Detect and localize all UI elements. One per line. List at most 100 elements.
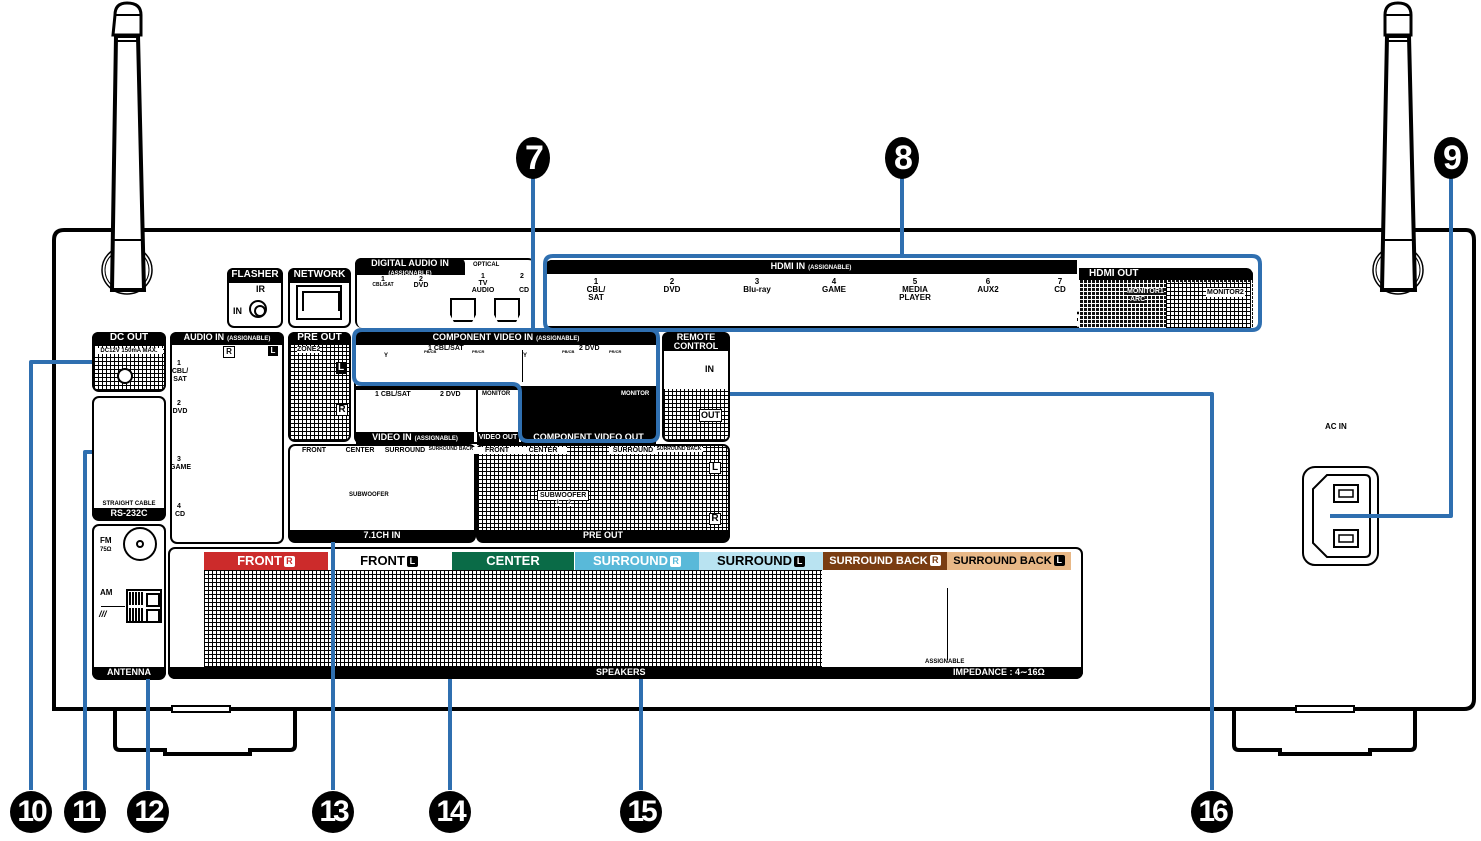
digital-audio-sub: (ASSIGNABLE) bbox=[388, 271, 432, 277]
right-foot bbox=[1232, 705, 1417, 756]
remote-in-label: IN bbox=[705, 364, 714, 374]
speaker-channel-name: SURROUND BACK bbox=[829, 555, 928, 567]
opt1-num: 1 bbox=[481, 273, 485, 280]
ch71-in-col-label: SURROUND BACK bbox=[428, 446, 474, 452]
remote-out-area bbox=[664, 389, 728, 440]
am-antenna-terminal[interactable] bbox=[126, 589, 162, 623]
ch71-in-col-label: FRONT bbox=[301, 447, 327, 454]
component-out-monitor-label: MONITOR bbox=[621, 391, 650, 397]
coax1-num: 1 bbox=[381, 276, 385, 283]
callout-13: 13 bbox=[312, 791, 354, 833]
component-y1-label: Y bbox=[384, 353, 389, 359]
opt1-name-a: TV bbox=[478, 280, 488, 287]
audio-in-row-number: 2 bbox=[177, 400, 181, 407]
impedance-label: IMPEDANCE : 4∼16Ω bbox=[953, 667, 1045, 677]
fm-ohm-label: 75Ω bbox=[100, 547, 112, 553]
zone2-label: ZONE2 bbox=[297, 346, 321, 353]
component-in-title: COMPONENT VIDEO IN(ASSIGNABLE) bbox=[354, 332, 658, 345]
rs232c-section bbox=[92, 396, 166, 520]
network-title: NETWORK bbox=[288, 268, 351, 283]
speaker-side-badge: L bbox=[406, 556, 418, 567]
pre-out-zone2-title: PRE OUT bbox=[288, 332, 351, 345]
audio-in-row-number: 4 bbox=[177, 503, 181, 510]
left-foot bbox=[113, 705, 297, 756]
component-in-sub: (ASSIGNABLE) bbox=[536, 336, 580, 342]
fm-antenna-jack[interactable] bbox=[123, 527, 157, 561]
pre-out-sw2-label: 2 bbox=[568, 500, 572, 506]
audio-in-row-name: GAME bbox=[170, 464, 191, 471]
chassis-outline bbox=[52, 228, 1476, 711]
speaker-channel-name: FRONT bbox=[237, 553, 282, 568]
hdmi-port-name: AUX2 bbox=[977, 285, 999, 294]
dc-out-jack[interactable] bbox=[117, 368, 133, 384]
component-y2-label: Y bbox=[523, 353, 528, 359]
zone2-l-label: L bbox=[336, 362, 346, 374]
component-pb2-label: PB/CB bbox=[562, 349, 575, 354]
pre-out-r-label: R bbox=[709, 513, 721, 525]
component-out-title: COMPONENT VIDEO OUT bbox=[521, 432, 656, 444]
optical-port-1[interactable] bbox=[450, 298, 476, 322]
callout-15: 15 bbox=[620, 791, 662, 833]
component-pb1-label: PB/CB bbox=[424, 349, 437, 354]
speaker-channel-name: SURROUND BACK bbox=[953, 555, 1052, 567]
ch71-in-col-label: SURROUND bbox=[384, 447, 426, 454]
rs232c-title: RS-232C bbox=[92, 508, 166, 521]
assignable-label: ASSIGNABLE bbox=[925, 659, 965, 665]
assignable-divider bbox=[947, 588, 948, 660]
speaker-channel-name: FRONT bbox=[360, 553, 405, 568]
ch71-in-title: 7.1CH IN bbox=[288, 530, 476, 543]
hdmi-out-arc-label: ARC bbox=[1130, 296, 1146, 303]
video-in-port2-label: 2 DVD bbox=[440, 391, 461, 398]
audio-in-row-name: CD bbox=[174, 511, 186, 518]
pre-out-title: PRE OUT bbox=[476, 530, 730, 543]
callout-9: 9 bbox=[1434, 137, 1468, 179]
speakers-title: SPEAKERS bbox=[596, 667, 646, 677]
ground-wire bbox=[101, 606, 125, 607]
hdmi-in-title-text: HDMI IN bbox=[770, 261, 806, 271]
opt2-num: 2 bbox=[520, 273, 524, 280]
optical-port-2[interactable] bbox=[494, 298, 520, 322]
audio-in-r-label: R bbox=[223, 346, 235, 358]
ir-flasher-jack[interactable] bbox=[249, 300, 267, 318]
right-antenna-icon bbox=[1372, 1, 1424, 295]
video-out-monitor-label: MONITOR bbox=[482, 391, 511, 397]
callout-8: 8 bbox=[885, 137, 919, 179]
audio-in-row-number: 1 bbox=[177, 360, 181, 367]
speaker-side-badge: R bbox=[929, 555, 941, 566]
ch71-in-col-label: CENTER bbox=[345, 447, 375, 454]
pre-out-l-label: L bbox=[709, 462, 721, 474]
digital-audio-title-text: DIGITAL AUDIO IN bbox=[371, 258, 449, 268]
ethernet-port[interactable] bbox=[296, 285, 342, 320]
audio-in-sub: (ASSIGNABLE) bbox=[227, 336, 271, 342]
ch71-subwoofer-label: SUBWOOFER bbox=[349, 492, 389, 498]
flasher-ir-label: IR bbox=[256, 284, 265, 294]
pre-out-col-label: SURROUND BACK bbox=[655, 446, 703, 452]
ground-symbol-icon: /// bbox=[99, 609, 107, 619]
speaker-header-center: CENTER bbox=[452, 552, 574, 570]
audio-in-row-name: DVD bbox=[172, 408, 188, 415]
remote-title-line2: CONTROL bbox=[673, 341, 719, 351]
zone2-r-label: R bbox=[336, 404, 348, 416]
remote-title-line1: REMOTE bbox=[676, 332, 716, 342]
ac-inlet-icon bbox=[1302, 466, 1379, 566]
rs232c-note: STRAIGHT CABLE bbox=[102, 501, 156, 507]
ethernet-port-icon bbox=[302, 291, 340, 311]
opt1-name-b: AUDIO bbox=[471, 287, 495, 294]
hdmi-out-title: HDMI OUT bbox=[1079, 268, 1253, 280]
ac-in-label: AC IN bbox=[1325, 422, 1347, 431]
left-antenna-icon bbox=[101, 1, 153, 295]
speaker-channel-name: CENTER bbox=[486, 553, 540, 568]
antenna-title: ANTENNA bbox=[92, 667, 166, 680]
coax2-num: 2 bbox=[419, 276, 423, 283]
callout-14: 14 bbox=[429, 791, 471, 833]
hdmi-port-name2: PLAYER bbox=[899, 293, 931, 302]
video-in-title: VIDEO IN(ASSIGNABLE) bbox=[356, 432, 474, 444]
hdmi-in-title: HDMI IN(ASSIGNABLE) bbox=[545, 260, 1077, 274]
speaker-channel-name: SURROUND bbox=[716, 553, 793, 568]
opt2-name: CD bbox=[518, 287, 530, 294]
